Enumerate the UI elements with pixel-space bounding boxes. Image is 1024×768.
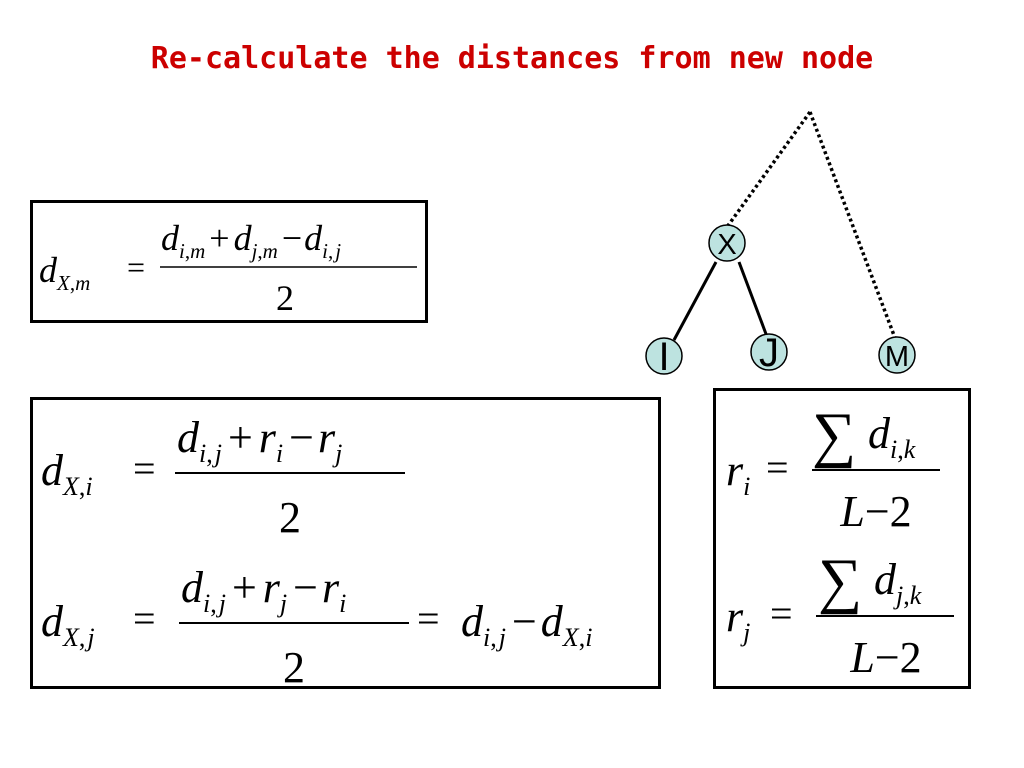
svg-text:di,j−dX,i: di,j−dX,i: [461, 597, 592, 652]
svg-text:=: =: [766, 445, 789, 490]
svg-text:di,k: di,k: [868, 409, 916, 464]
node-j-label: J: [759, 331, 779, 375]
formula-dxj: dX,j = di,j+rj−ri 2 = di,j−dX,i: [41, 563, 592, 692]
svg-text:ri: ri: [726, 446, 750, 501]
svg-text:dX,m: dX,m: [39, 250, 90, 295]
svg-text:dj,k: dj,k: [874, 555, 922, 610]
svg-text:=: =: [770, 591, 793, 636]
svg-text:L−2: L−2: [839, 487, 911, 536]
svg-text:2: 2: [279, 493, 301, 542]
svg-text:dX,j: dX,j: [41, 597, 95, 652]
svg-text:di,j+rj−ri: di,j+rj−ri: [181, 563, 346, 618]
svg-text:∑: ∑: [812, 401, 856, 469]
formula-dxi: dX,i = di,j+ri−rj 2: [41, 413, 405, 542]
formula-rj: rj = ∑ dj,k L−2: [726, 547, 954, 682]
slide-title: Re-calculate the distances from new node: [150, 41, 874, 76]
svg-text:=: =: [133, 596, 156, 641]
edge-x-j: [737, 261, 768, 335]
formula-dxm: dX,m = di,m+dj,m−di,j 2: [39, 218, 417, 318]
edge-x-i: [672, 261, 718, 341]
svg-text:∑: ∑: [818, 547, 862, 615]
node-m-label: M: [885, 341, 909, 373]
svg-text:=: =: [127, 249, 145, 285]
formula-ri: ri = ∑ di,k L−2: [726, 401, 940, 536]
node-i: I: [645, 335, 683, 379]
edge-root-m: [808, 111, 897, 339]
formula-box-dxi-dxj: dX,i = di,j+ri−rj 2 dX,j = di,j+rj−ri 2 …: [30, 397, 661, 692]
svg-text:2: 2: [276, 278, 294, 318]
node-j: J: [750, 331, 788, 375]
formula-box-dxm: dX,m = di,m+dj,m−di,j 2: [30, 200, 428, 323]
svg-text:dX,i: dX,i: [41, 446, 93, 501]
node-x: X: [708, 224, 746, 262]
node-i-label: I: [658, 335, 669, 379]
svg-text:2: 2: [283, 643, 305, 692]
svg-text:rj: rj: [726, 592, 750, 647]
svg-text:L−2: L−2: [849, 633, 921, 682]
svg-text:di,m+dj,m−di,j: di,m+dj,m−di,j: [161, 218, 341, 263]
svg-text:=: =: [417, 596, 440, 641]
node-m: M: [878, 336, 916, 374]
svg-text:=: =: [133, 446, 156, 491]
edge-root-x: [725, 110, 812, 229]
node-x-label: X: [717, 229, 736, 261]
formula-box-r: ri = ∑ di,k L−2 rj = ∑ dj,k L−2: [713, 388, 971, 689]
svg-text:di,j+ri−rj: di,j+ri−rj: [177, 413, 342, 468]
